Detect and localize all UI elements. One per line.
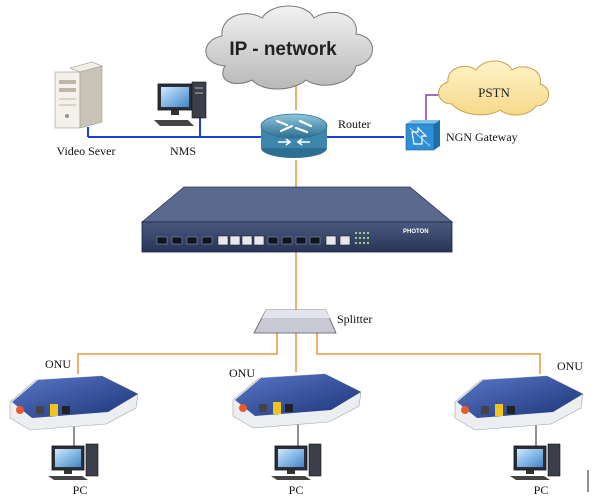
splitter-icon [253,309,337,334]
link-splitter-onu-left [77,333,278,374]
ip-network-label: IP - network [229,39,337,60]
onu-device-right [454,375,584,431]
onu-right-lan-port [481,406,489,414]
olt-ethernet-ports [217,235,351,246]
router-icon [260,113,328,158]
onu-middle-phone-port [285,404,293,412]
onu-right-phone-port [507,406,515,414]
onu-device-middle [232,373,362,429]
ngn-gateway-label: NGN Gateway [446,130,518,144]
onu-left-lan-port [36,406,44,414]
onu-middle-lan-port [259,404,267,412]
olt-status-leds [355,232,369,244]
video-server-icon [54,61,103,129]
link-splitter-onu-right [316,333,541,374]
nms-computer-icon [154,81,207,126]
olt-brand-label: PHOTON [403,229,429,235]
links [73,86,589,492]
pc-right-label: PC [534,483,549,497]
pc-middle-icon [271,443,322,480]
onu-right-fiber-port [495,404,503,416]
onu-left-power-port [16,406,24,414]
olt-chassis: PHOTON [140,186,454,253]
splitter-label: Splitter [337,312,372,326]
onu-middle-power-port [239,404,247,412]
onu-middle-label: ONU [229,366,255,380]
pc-right-icon [510,443,561,480]
onu-middle-fiber-port [273,402,281,414]
onu-left-fiber-port [50,404,58,416]
onu-left-label: ONU [45,357,71,371]
pstn-cloud: PSTN [438,60,550,116]
olt-sfp-ports [156,236,321,245]
pc-left-icon [48,443,99,480]
nms-label: NMS [170,144,196,158]
ip-network-cloud: IP - network [205,5,373,90]
onu-right-label: ONU [557,359,583,373]
onu-device-left [9,375,139,431]
pc-middle-label: PC [289,483,304,497]
ngn-gateway-icon [405,120,440,151]
pstn-label: PSTN [478,85,510,100]
router-label: Router [338,117,371,131]
onu-right-power-port [461,406,469,414]
onu-left-phone-port [62,406,70,414]
link-ngn-pstn [425,94,444,122]
video-server-label: Video Sever [57,144,116,158]
pc-left-label: PC [73,483,88,497]
